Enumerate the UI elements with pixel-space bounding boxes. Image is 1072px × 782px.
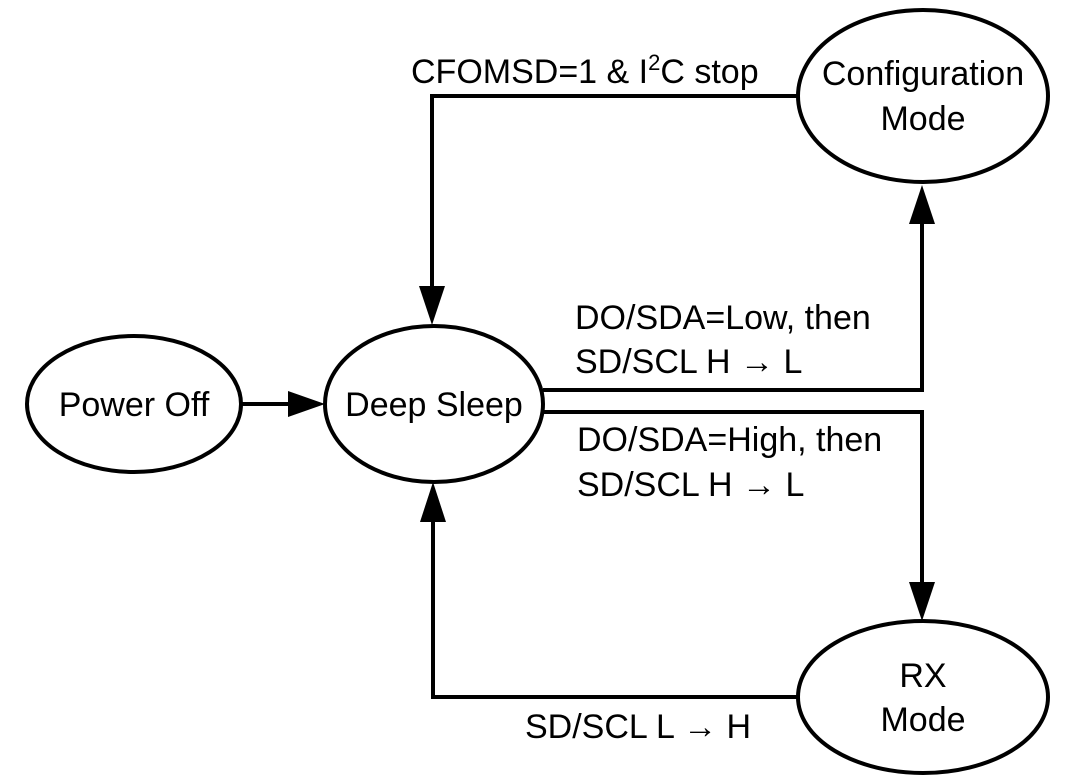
state-rx-mode-label-line2: Mode: [880, 701, 965, 739]
state-rx-mode: RX Mode: [796, 619, 1050, 775]
arrowhead-into-deep-sleep-left: [288, 391, 325, 417]
state-deep-sleep-label: Deep Sleep: [345, 386, 523, 424]
arrowhead-into-configuration-mode: [909, 185, 935, 224]
state-configuration-mode: Configuration Mode: [796, 8, 1050, 184]
arrowhead-into-deep-sleep-bottom: [420, 482, 446, 522]
edge-config-to-sleep: CFOMSD=1 & I2C stop: [411, 50, 798, 325]
state-rx-mode-shape: [796, 619, 1050, 775]
edge-config-to-sleep-line: [430, 94, 798, 292]
state-power-off-label: Power Off: [59, 386, 210, 424]
edge-rx-to-sleep-line: [431, 520, 798, 699]
edge-sleep-to-rx-label-line2: SD/SCL H → L: [577, 466, 804, 504]
edge-sleep-to-rx: DO/SDA=High, then SD/SCL H → L: [543, 410, 935, 621]
edge-sleep-to-config-line: [543, 222, 924, 392]
edge-rx-to-sleep-label: SD/SCL L → H: [525, 708, 751, 746]
state-rx-mode-label-line1: RX: [899, 657, 946, 695]
state-configuration-mode-label-line2: Mode: [880, 100, 965, 138]
edge-poweroff-to-sleep: [241, 391, 325, 417]
edge-rx-to-sleep: SD/SCL L → H: [420, 482, 798, 746]
edge-sleep-to-config-label-line1: DO/SDA=Low, then: [575, 299, 871, 337]
state-deep-sleep-shape: [323, 324, 545, 484]
state-power-off-shape: [25, 334, 243, 474]
edge-sleep-to-rx-label-line1: DO/SDA=High, then: [577, 421, 882, 459]
state-configuration-mode-label-line1: Configuration: [822, 55, 1024, 93]
arrowhead-into-rx-mode: [909, 582, 935, 621]
edge-sleep-to-config: DO/SDA=Low, then SD/SCL H → L: [543, 185, 935, 392]
arrowhead-into-deep-sleep-top: [419, 286, 445, 325]
edge-config-to-sleep-label: CFOMSD=1 & I2C stop: [411, 50, 759, 91]
state-deep-sleep: Deep Sleep: [323, 324, 545, 484]
state-power-off: Power Off: [25, 334, 243, 474]
edge-sleep-to-rx-line: [543, 410, 924, 584]
state-configuration-mode-shape: [796, 8, 1050, 184]
edge-sleep-to-config-label-line2: SD/SCL H → L: [575, 343, 802, 381]
